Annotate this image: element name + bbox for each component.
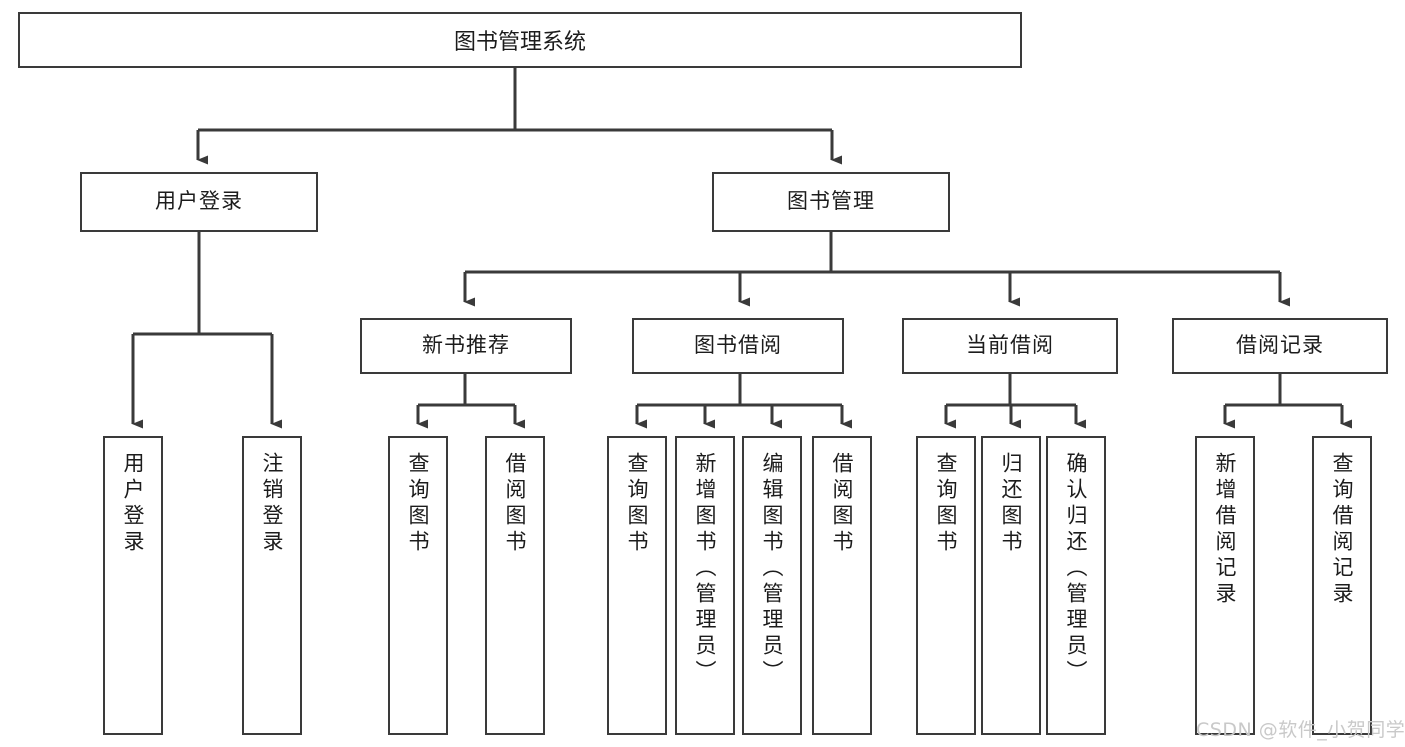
leaf-book-borrow-edit-book-admin[interactable]: 编辑图书（管理员） <box>742 436 802 735</box>
node-book-borrow-label: 图书借阅 <box>694 333 782 358</box>
leaf-book-borrow-borrow-book[interactable]: 借阅图书 <box>812 436 872 735</box>
leaf-label: 新增借阅记录 <box>1213 452 1238 608</box>
node-current-borrow-label: 当前借阅 <box>966 333 1054 358</box>
node-current-borrow[interactable]: 当前借阅 <box>902 318 1118 374</box>
leaf-label: 编辑图书（管理员） <box>760 452 785 686</box>
leaf-label: 确认归还（管理员） <box>1064 452 1089 686</box>
node-root-system[interactable]: 图书管理系统 <box>18 12 1022 68</box>
csdn-watermark: CSDN @软件_小贺同学 <box>1196 719 1405 741</box>
leaf-label: 查询借阅记录 <box>1330 452 1355 608</box>
leaf-borrow-record-query-record[interactable]: 查询借阅记录 <box>1312 436 1372 735</box>
leaf-label: 归还图书 <box>999 452 1024 556</box>
node-book-management[interactable]: 图书管理 <box>712 172 950 232</box>
leaf-new-book-query-book[interactable]: 查询图书 <box>388 436 448 735</box>
leaf-label: 查询图书 <box>625 452 650 556</box>
leaf-borrow-record-add-record[interactable]: 新增借阅记录 <box>1195 436 1255 735</box>
leaf-book-borrow-add-book-admin[interactable]: 新增图书（管理员） <box>675 436 735 735</box>
leaf-new-book-borrow-book[interactable]: 借阅图书 <box>485 436 545 735</box>
leaf-label: 用户登录 <box>121 452 146 556</box>
leaf-book-borrow-query-book[interactable]: 查询图书 <box>607 436 667 735</box>
node-book-management-label: 图书管理 <box>787 189 875 214</box>
node-new-book-recommend[interactable]: 新书推荐 <box>360 318 572 374</box>
leaf-label: 借阅图书 <box>830 452 855 556</box>
leaf-current-borrow-confirm-return-admin[interactable]: 确认归还（管理员） <box>1046 436 1106 735</box>
leaf-label: 查询图书 <box>934 452 959 556</box>
leaf-current-borrow-return-book[interactable]: 归还图书 <box>981 436 1041 735</box>
leaf-current-borrow-query-book[interactable]: 查询图书 <box>916 436 976 735</box>
node-borrow-record-label: 借阅记录 <box>1236 333 1324 358</box>
node-new-book-recommend-label: 新书推荐 <box>422 333 510 358</box>
leaf-label: 注销登录 <box>260 452 285 556</box>
leaf-user-login-logout[interactable]: 注销登录 <box>242 436 302 735</box>
node-book-borrow[interactable]: 图书借阅 <box>632 318 844 374</box>
node-user-login[interactable]: 用户登录 <box>80 172 318 232</box>
node-user-login-label: 用户登录 <box>155 189 243 214</box>
node-root-label: 图书管理系统 <box>453 30 586 55</box>
leaf-label: 查询图书 <box>406 452 431 556</box>
leaf-label: 借阅图书 <box>503 452 528 556</box>
leaf-label: 新增图书（管理员） <box>693 452 718 686</box>
leaf-user-login-login[interactable]: 用户登录 <box>103 436 163 735</box>
node-borrow-record[interactable]: 借阅记录 <box>1172 318 1388 374</box>
